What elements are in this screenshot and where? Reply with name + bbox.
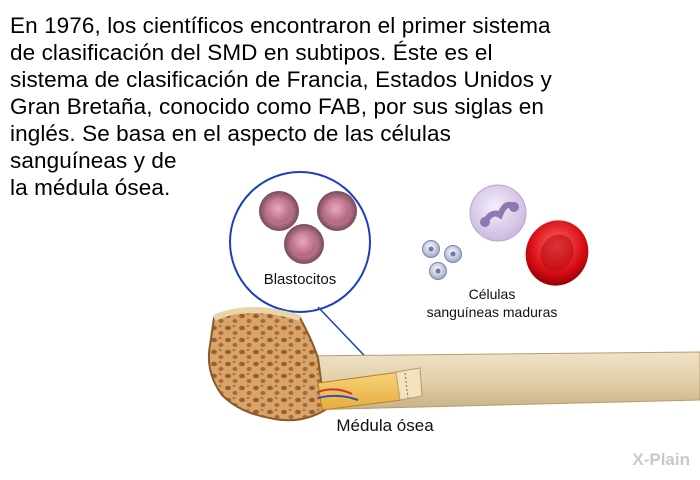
- text-line-4: Gran Bretaña, conocido como FAB, por sus…: [10, 94, 545, 119]
- marrow-label: Médula ósea: [336, 416, 434, 435]
- platelet-icon: [422, 240, 462, 280]
- blast-label: Blastocitos: [264, 271, 337, 288]
- blast-cell-magnifier: Blastocitos: [229, 171, 371, 313]
- description-text: En 1976, los científicos encontraron el …: [10, 12, 552, 201]
- red-blood-cell-icon: [525, 220, 589, 286]
- blast-cell-icon: [317, 191, 357, 231]
- text-line-5: inglés. Se basa en el aspecto de las cél…: [10, 121, 451, 146]
- white-blood-cell-icon: [469, 184, 527, 242]
- text-line-6: sanguíneas y de: [10, 148, 177, 173]
- text-line-7: la médula ósea.: [10, 175, 171, 200]
- text-line-3: sistema de clasificación de Francia, Est…: [10, 67, 552, 92]
- femur-bone-icon: [207, 307, 700, 422]
- blast-cell-icon: [259, 191, 299, 231]
- mature-label-line1: Células: [469, 286, 516, 302]
- mature-cells-group: Células sanguíneas maduras: [422, 184, 589, 320]
- text-line-1: En 1976, los científicos encontraron el …: [10, 13, 551, 38]
- text-line-2: de clasificación del SMD en subtipos. És…: [10, 40, 493, 65]
- blast-cell-icon: [284, 224, 324, 264]
- xplain-logo: X-Plain: [632, 450, 690, 469]
- mature-label-line2: sanguíneas maduras: [427, 304, 558, 320]
